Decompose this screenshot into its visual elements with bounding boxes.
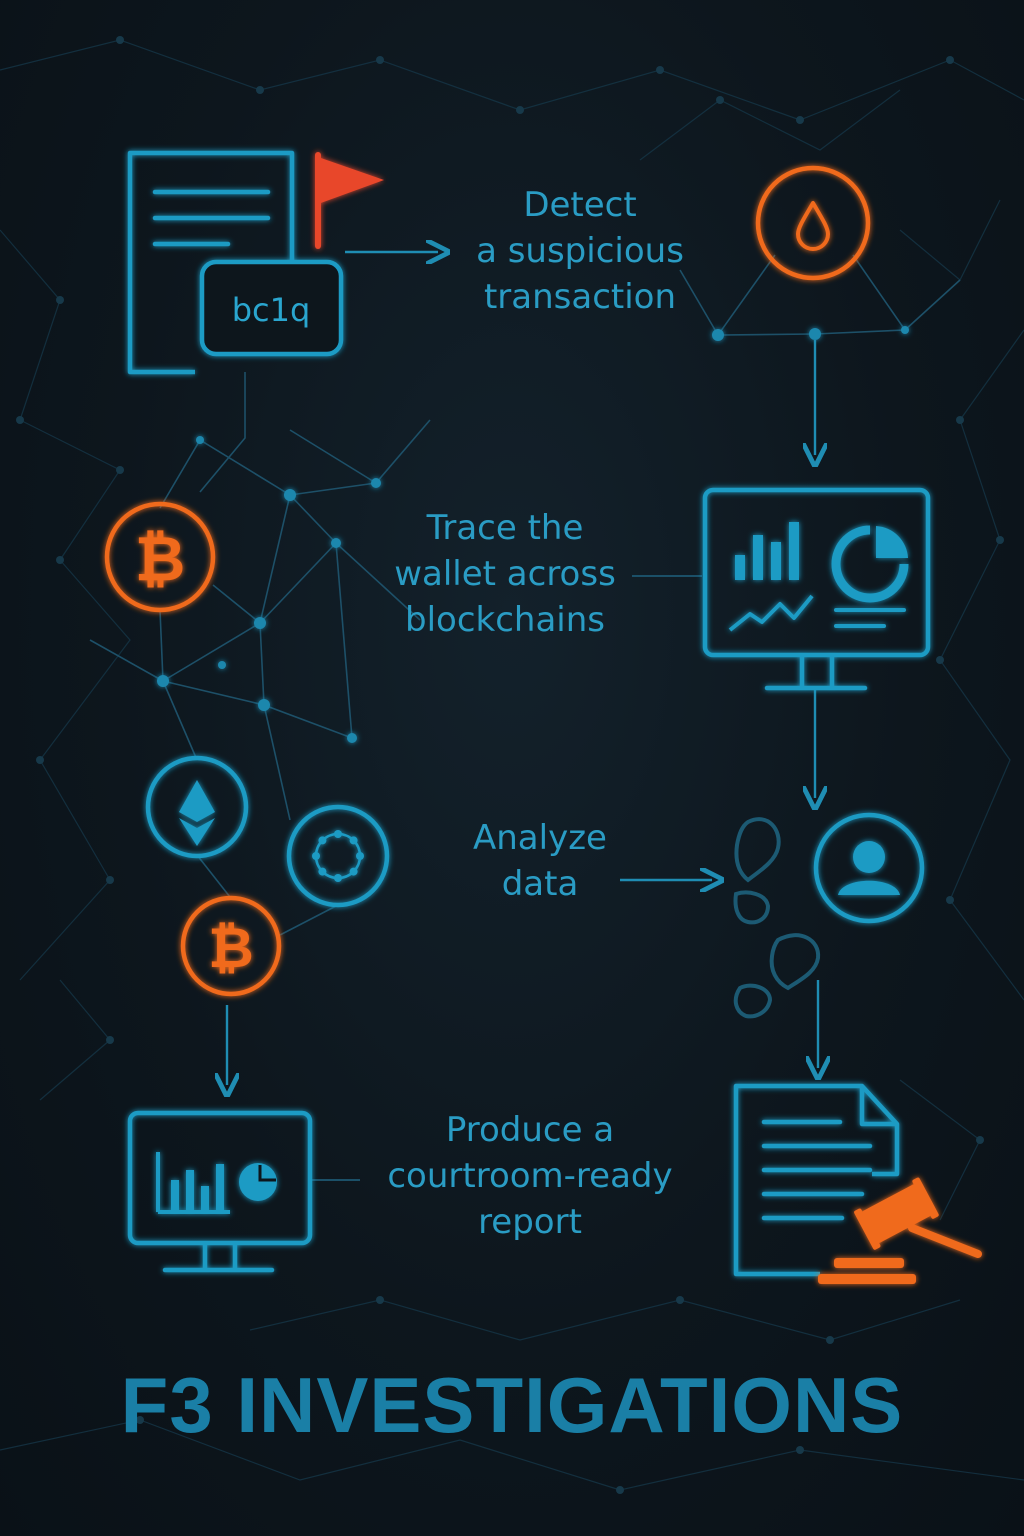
red-flag-icon <box>315 152 384 249</box>
step-produce-label: Produce a courtroom-ready report <box>387 1110 673 1242</box>
wallet-network <box>89 372 431 936</box>
analytics-monitor-icon <box>702 487 931 691</box>
step-detect-label: Detect a suspicious transaction <box>476 185 684 317</box>
step-trace-label: Trace the wallet across blockchains <box>394 508 616 640</box>
svg-text:₿: ₿ <box>208 916 254 981</box>
address-tag: bc1q <box>232 291 311 329</box>
legal-report-icon <box>733 1083 900 1277</box>
bitcoin-icon: ₿ <box>104 501 216 613</box>
small-analytics-monitor-icon <box>127 1110 313 1273</box>
footprints-icon <box>733 817 821 1019</box>
user-icon <box>813 812 925 924</box>
background-nodes <box>16 36 1004 1494</box>
ethereum-icon <box>145 755 249 859</box>
wallet-network-nodes <box>157 436 381 743</box>
flow-arrows <box>227 252 818 1085</box>
polkadot-icon <box>286 804 390 908</box>
drop-icon <box>755 165 871 281</box>
gavel-icon <box>818 1177 982 1284</box>
flagged-document-icon <box>127 150 344 375</box>
drop-network-nodes <box>712 326 909 341</box>
brand-title: F3 INVESTIGATIONS <box>120 1361 904 1449</box>
connector-lines <box>312 575 702 1181</box>
step-analyze-label: Analyze data <box>473 818 607 904</box>
bitcoin-icon-secondary: ₿ <box>180 895 282 997</box>
svg-text:₿: ₿ <box>135 522 186 595</box>
